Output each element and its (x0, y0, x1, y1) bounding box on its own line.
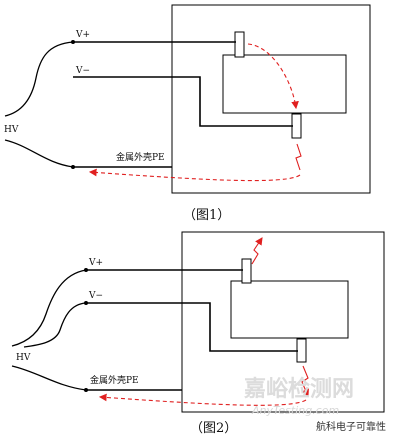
fig2-pe-label: 金属外壳PE (90, 374, 139, 386)
fig1-vminus-wire (73, 76, 293, 127)
fig2-vminus-node (84, 301, 88, 305)
fig1-arrow-return (88, 168, 301, 182)
fig1-pe-node (71, 165, 75, 169)
fig1-spark (295, 143, 302, 171)
fig2-hv-label: HV (16, 353, 31, 363)
watermark-site-name: 嘉峪检测网 (244, 376, 354, 402)
fig1-vplus-label: V+ (75, 30, 90, 40)
fig2-vplus-terminal (241, 258, 252, 284)
fig2-spark-top (251, 237, 263, 265)
fig1-pe-label: 金属外壳PE (116, 151, 165, 163)
fig2-pe-node (84, 388, 88, 392)
fig1-vplus-terminal (234, 31, 245, 58)
fig2-vminus-wire (86, 302, 298, 352)
fig2-hv-cable-lower (11, 365, 87, 391)
fig1-hv-cable-lower (4, 139, 74, 168)
watermark: 嘉峪检测网 AnyTesting.com 航科电子可靠性 (244, 376, 386, 433)
fig2-vminus-terminal (296, 338, 307, 363)
fig2-vminus-label: V− (88, 291, 103, 301)
fig1-vplus-node (71, 40, 75, 44)
fig1-inner-module (222, 54, 347, 114)
fig2-vplus-node (84, 268, 88, 272)
figure-1: V+ V− HV 金属外壳PE （图1） (4, 4, 371, 223)
fig1-hv-cable-upper (4, 41, 74, 117)
fig2-spark-bottom (301, 365, 309, 398)
fig2-hv-cable-upper (11, 269, 87, 347)
fig1-vminus-terminal (291, 113, 302, 139)
fig1-hv-label: HV (4, 125, 19, 135)
fig2-hv-cable-mid (23, 302, 87, 348)
fig1-caption: （图1） (183, 208, 230, 223)
fig2-arrow-return (98, 393, 307, 406)
fig1-vminus-label: V− (75, 66, 90, 76)
fig1-arrow-to-terminal (247, 43, 299, 110)
watermark-site-url: AnyTesting.com (251, 404, 339, 417)
figure-2: V+ V− HV 金属外壳PE （图2） (11, 231, 385, 436)
fig2-caption: （图2） (190, 421, 237, 436)
watermark-source: 航科电子可靠性 (316, 420, 386, 433)
fig1-metal-enclosure (171, 4, 371, 194)
fig2-inner-module (230, 280, 349, 339)
fig2-metal-enclosure (181, 231, 385, 413)
fig2-vplus-label: V+ (88, 258, 103, 268)
